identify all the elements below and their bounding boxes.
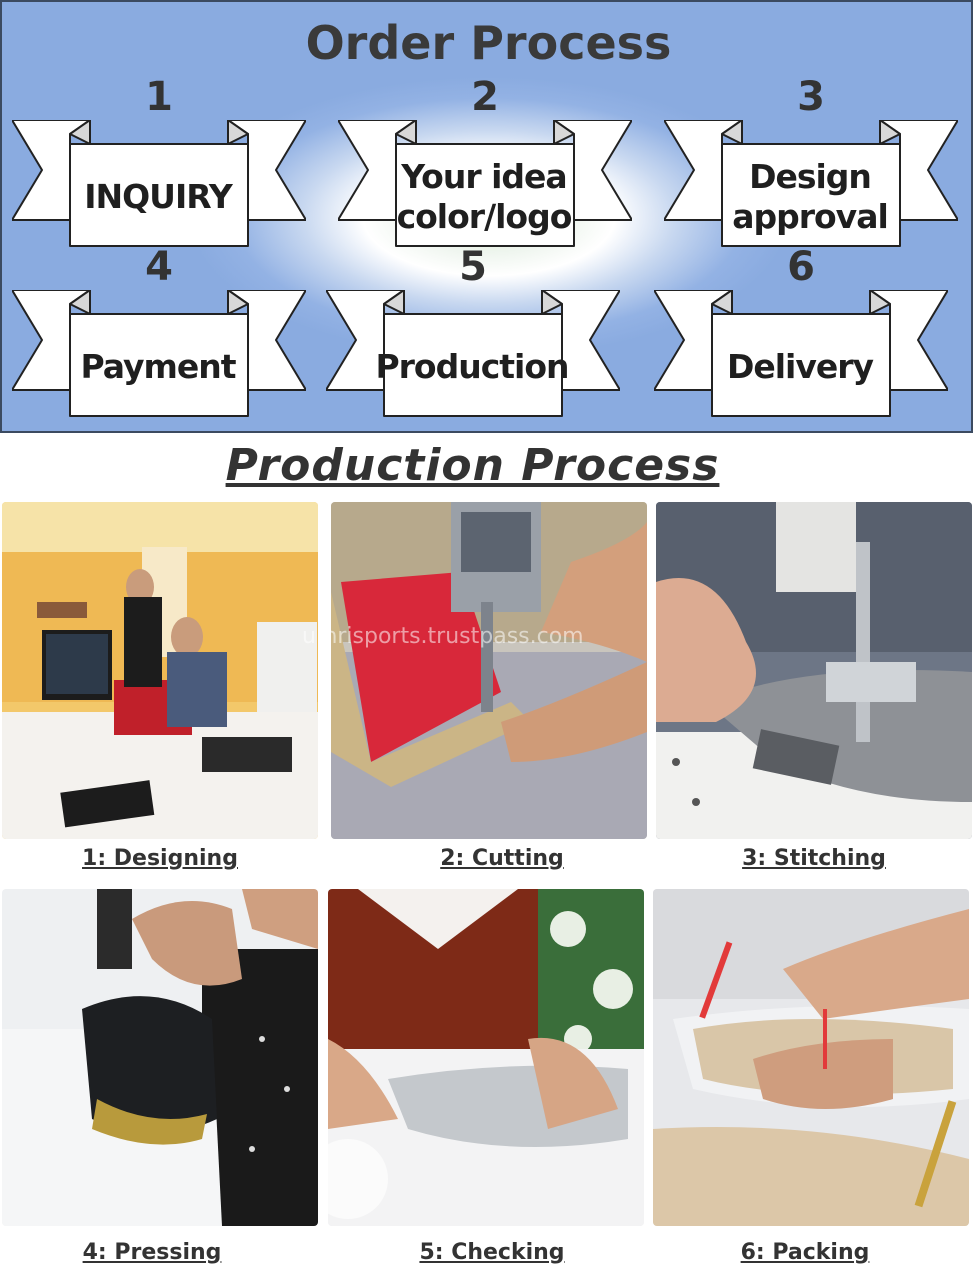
order-step-2: 2 Your idea color/logo	[338, 74, 632, 252]
photo-stitching	[656, 502, 972, 839]
caption-cutting: 2: Cutting	[440, 846, 564, 871]
step-number: 3	[797, 74, 825, 120]
step-number: 1	[145, 74, 173, 120]
ribbon-banner	[664, 120, 958, 247]
step-number: 6	[787, 244, 815, 290]
order-step-6: 6 Delivery	[654, 244, 948, 422]
ribbon-banner	[12, 290, 306, 417]
step-label: Your idea color/logo	[396, 157, 573, 236]
ribbon-banner	[12, 120, 306, 247]
caption-designing: 1: Designing	[82, 846, 238, 871]
caption-checking: 5: Checking	[419, 1240, 565, 1265]
photo-designing	[2, 502, 318, 839]
step-label: Delivery	[726, 347, 874, 386]
caption-pressing: 4: Pressing	[82, 1240, 222, 1265]
caption-stitching: 3: Stitching	[742, 846, 886, 871]
photo-cutting	[331, 502, 647, 839]
production-process-title: Production Process	[225, 440, 720, 491]
order-process-title: Order Process	[305, 16, 672, 70]
step-number: 2	[471, 74, 499, 120]
step-label: Payment	[80, 347, 236, 386]
caption-packing: 6: Packing	[740, 1240, 870, 1265]
photo-packing	[653, 889, 969, 1226]
step-label: Production	[375, 347, 569, 386]
watermark-text: umrisports.trustpass.com	[302, 624, 584, 649]
order-step-1: 1 INQUIRY	[12, 74, 306, 252]
ribbon-banner	[326, 290, 620, 417]
step-number: 4	[145, 244, 173, 290]
ribbon-banner	[338, 120, 632, 247]
photo-checking	[328, 889, 644, 1226]
order-step-5: 5 Production	[326, 244, 620, 422]
step-label: INQUIRY	[84, 177, 233, 216]
photo-pressing	[2, 889, 318, 1226]
ribbon-banner	[654, 290, 948, 417]
step-label: Design approval	[732, 157, 889, 236]
step-number: 5	[459, 244, 487, 290]
order-step-4: 4 Payment	[12, 244, 306, 422]
order-step-3: 3 Design approval	[664, 74, 958, 252]
